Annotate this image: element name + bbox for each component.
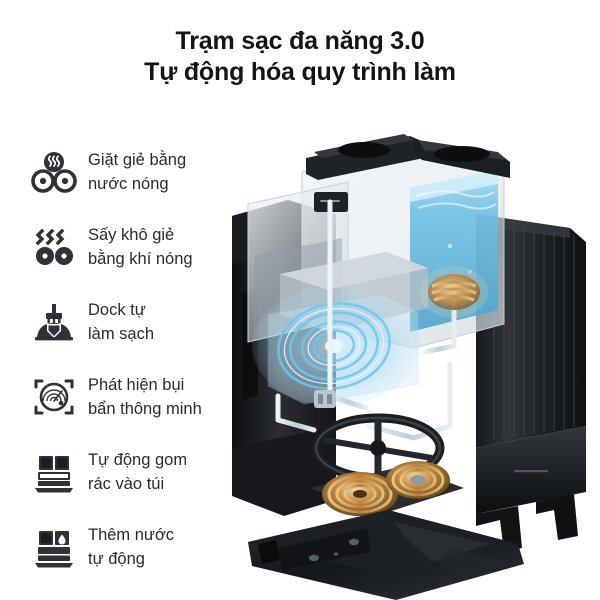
page-title: Trạm sạc đa năng 3.0 Tự động hóa quy trì…: [0, 26, 600, 88]
hot-air-dry-icon: [28, 221, 80, 273]
feature-label: Sấy khô giẻ bằng khí nóng: [88, 225, 193, 268]
tube-connector: [314, 390, 336, 408]
feature-label: Tự động gom rác vào túi: [88, 450, 188, 493]
feature-label: Phát hiện bụi bẩn thông minh: [88, 375, 202, 418]
dock-base-plate: [248, 510, 524, 600]
auto-dust-collection-icon: [28, 446, 80, 498]
heating-coil-plate: [310, 461, 464, 516]
feature-item-dock-self-clean: Dock tự làm sạch: [28, 284, 246, 359]
dock-self-clean-icon: [28, 296, 80, 348]
feature-item-hot-water-wash: Giặt giẻ bằng nước nóng: [28, 134, 246, 209]
title-line-1: Trạm sạc đa năng 3.0: [175, 27, 425, 55]
feature-item-dirt-detection: Phát hiện bụi bẩn thông minh: [28, 359, 246, 434]
heating-element-upper: [420, 266, 488, 318]
robot-vacuum-dock-exploded-view: [218, 96, 600, 600]
feature-item-auto-dust-collection: Tự động gom rác vào túi: [28, 434, 246, 509]
feature-label: Thêm nước tự động: [88, 525, 175, 568]
feature-item-hot-air-dry: Sấy khô giẻ bằng khí nóng: [28, 209, 246, 284]
feature-label: Giặt giẻ bằng nước nóng: [88, 150, 187, 193]
dirt-detection-radar-icon: [28, 371, 80, 423]
feature-label: Dock tự làm sạch: [88, 300, 155, 343]
auto-water-refill-icon: [28, 521, 80, 573]
airflow-fan-module: [252, 286, 420, 406]
title-line-2: Tự động hóa quy trình làm: [144, 58, 456, 86]
feature-item-auto-water-refill: Thêm nước tự động: [28, 509, 246, 584]
feature-list: Giặt giẻ bằng nước nóng Sấy khô giẻ bằng: [28, 134, 246, 584]
hot-water-wash-icon: [28, 146, 80, 198]
